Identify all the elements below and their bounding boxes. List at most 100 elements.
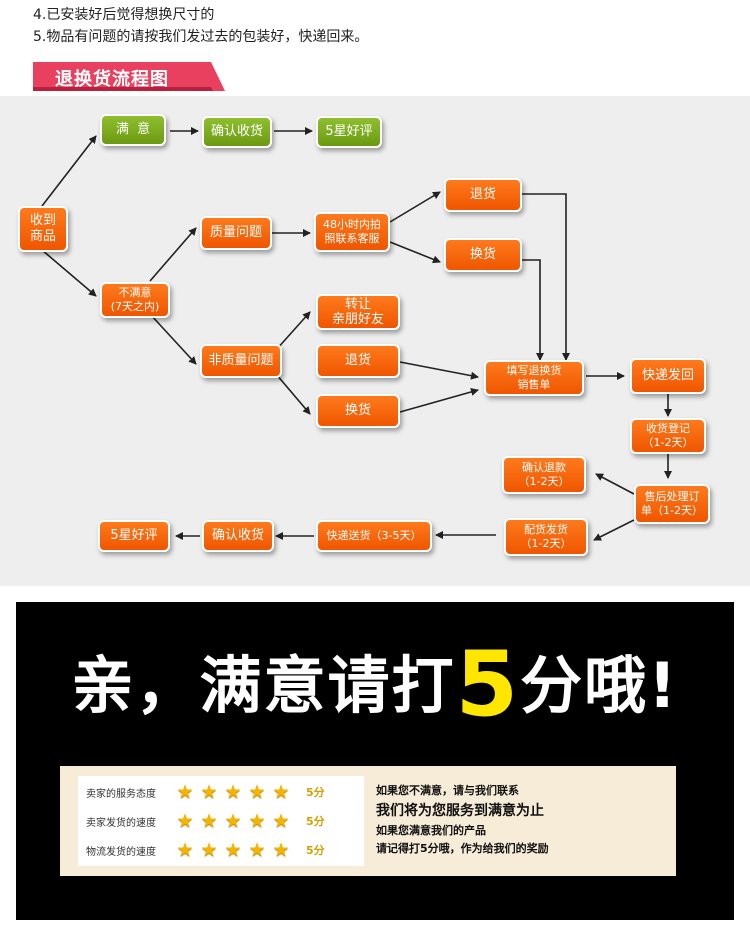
five-star-top-label: 5星好评 — [325, 124, 373, 139]
star-icon: ★ — [176, 810, 194, 832]
star-icon: ★ — [224, 810, 242, 832]
title-ribbon — [33, 62, 225, 91]
star-icon: ★ — [224, 781, 242, 803]
section-title: 退换货流程图 — [33, 62, 225, 91]
transfer-friend-line-2: 亲朋好友 — [331, 312, 384, 327]
express-back-node: 快递发回 — [630, 358, 706, 394]
star-icon: ★ — [272, 781, 290, 803]
photo-contact-node: 48小时内拍 照联系客服 — [314, 212, 390, 252]
confirm-refund-line-1: 确认退款 — [522, 461, 566, 474]
transfer-friend-line-1: 转让 — [344, 297, 371, 312]
quality-issue-node: 质量问题 — [200, 216, 272, 250]
express-delivery-label: 快递送货（3-5天） — [326, 529, 422, 542]
refund-top-node: 退货 — [444, 178, 522, 212]
refund-mid-label: 退货 — [344, 353, 371, 368]
received-line-2: 商品 — [29, 229, 56, 244]
exchange-mid-node: 换货 — [316, 394, 400, 428]
confirm-receipt-top-node: 确认收货 — [202, 116, 272, 148]
message-line: 如果您不满意，请与我们联系 — [376, 784, 519, 797]
ship-goods-line-1: 配货发货 — [524, 523, 568, 536]
rating-score: 5分 — [306, 844, 325, 857]
message-line: 请记得打5分哦，作为给我们的奖励 — [376, 842, 549, 855]
star-icon: ★ — [248, 781, 266, 803]
quality-issue-label: 质量问题 — [209, 225, 262, 240]
exchange-top-label: 换货 — [469, 247, 496, 262]
star-icon: ★ — [272, 810, 290, 832]
refund-top-label: 退货 — [469, 187, 496, 202]
non-quality-issue-node: 非质量问题 — [200, 344, 282, 378]
slogan-number: 5 — [455, 632, 521, 737]
receive-register-line-2: （1-2天） — [642, 436, 694, 449]
star-icon: ★ — [176, 781, 194, 803]
ship-goods-line-2: （1-2天） — [520, 537, 572, 550]
after-sales-line-1: 售后处理订 — [644, 490, 700, 503]
receive-register-line-1: 收货登记 — [646, 422, 690, 435]
unsatisfied-line-2: (7天之内) — [110, 300, 160, 313]
flow-diagram: 收到 商品 满 意 确认收货 5星好评 不满意 (7天之内) 质量问题 48小时… — [0, 96, 750, 586]
five-star-bottom-label: 5星好评 — [110, 528, 158, 543]
confirm-refund-line-2: （1-2天） — [518, 475, 570, 488]
star-rating: ★ ★ ★ ★ ★ — [174, 839, 292, 861]
express-delivery-node: 快递送货（3-5天） — [316, 520, 432, 552]
satisfied-node: 满 意 — [100, 114, 166, 146]
transfer-friend-node: 转让 亲朋好友 — [316, 294, 400, 330]
five-star-top-node: 5星好评 — [316, 116, 382, 148]
note-line: 5.物品有问题的请按我们发过去的包装好，快递回来。 — [33, 29, 369, 45]
star-icon: ★ — [200, 839, 218, 861]
express-back-label: 快递发回 — [641, 368, 694, 383]
rating-row: 卖家发货的速度 ★ ★ ★ ★ ★ 5分 — [86, 809, 356, 833]
rating-label: 卖家发货的速度 — [86, 817, 156, 829]
rating-banner: 亲，满意请打5分哦! 卖家的服务态度 ★ ★ ★ ★ ★ 5分 卖家发货的速度 … — [16, 602, 734, 920]
fill-form-node: 填写退换货 销售单 — [484, 360, 584, 396]
rating-list: 卖家的服务态度 ★ ★ ★ ★ ★ 5分 卖家发货的速度 ★ ★ ★ ★ ★ — [78, 776, 364, 866]
rating-label: 物流发货的速度 — [86, 846, 156, 858]
message-line: 如果您满意我们的产品 — [376, 824, 486, 837]
star-icon: ★ — [176, 839, 194, 861]
refund-mid-node: 退货 — [316, 344, 400, 378]
received-node: 收到 商品 — [18, 206, 68, 252]
five-star-bottom-node: 5星好评 — [98, 520, 170, 552]
notes: 4.已安装好后觉得想换尺寸的 5.物品有问题的请按我们发过去的包装好，快递回来。 — [33, 4, 368, 48]
star-rating: ★ ★ ★ ★ ★ — [174, 810, 292, 832]
fill-form-line-1: 填写退换货 — [506, 364, 562, 377]
star-icon: ★ — [200, 810, 218, 832]
rating-row: 物流发货的速度 ★ ★ ★ ★ ★ 5分 — [86, 838, 356, 862]
slogan: 亲，满意请打5分哦! — [16, 632, 734, 737]
star-icon: ★ — [200, 781, 218, 803]
confirm-receipt-top-label: 确认收货 — [210, 124, 263, 139]
note-line: 4.已安装好后觉得想换尺寸的 — [33, 7, 215, 23]
confirm-refund-node: 确认退款 （1-2天） — [502, 456, 586, 494]
rating-score: 5分 — [306, 786, 325, 799]
non-quality-issue-label: 非质量问题 — [208, 353, 274, 368]
exchange-mid-label: 换货 — [344, 403, 371, 418]
unsatisfied-node: 不满意 (7天之内) — [100, 282, 170, 318]
rating-panel: 卖家的服务态度 ★ ★ ★ ★ ★ 5分 卖家发货的速度 ★ ★ ★ ★ ★ — [60, 766, 676, 876]
received-line-1: 收到 — [29, 213, 56, 228]
ship-goods-node: 配货发货 （1-2天） — [504, 518, 588, 556]
slogan-before: 亲，满意请打 — [71, 649, 456, 722]
star-icon: ★ — [248, 810, 266, 832]
unsatisfied-line-1: 不满意 — [118, 286, 152, 299]
confirm-receipt-bottom-node: 确认收货 — [202, 520, 274, 552]
receive-register-node: 收货登记 （1-2天） — [630, 418, 706, 454]
message-line: 我们将为您服务到满意为止 — [376, 803, 544, 819]
rating-row: 卖家的服务态度 ★ ★ ★ ★ ★ 5分 — [86, 780, 356, 804]
star-icon: ★ — [272, 839, 290, 861]
satisfied-label: 满 意 — [115, 122, 151, 137]
rating-label: 卖家的服务态度 — [86, 788, 156, 800]
exchange-top-node: 换货 — [444, 238, 522, 272]
fill-form-line-2: 销售单 — [517, 378, 551, 391]
photo-contact-line-2: 照联系客服 — [324, 232, 380, 245]
rating-message: 如果您不满意，请与我们联系 我们将为您服务到满意为止 如果您满意我们的产品 请记… — [376, 782, 549, 858]
after-sales-node: 售后处理订 单（1-2天） — [634, 484, 710, 524]
star-icon: ★ — [248, 839, 266, 861]
flow-arrows — [41, 127, 672, 541]
star-rating: ★ ★ ★ ★ ★ — [174, 781, 292, 803]
after-sales-line-2: 单（1-2天） — [641, 504, 703, 517]
section-title-text: 退换货流程图 — [55, 69, 169, 90]
photo-contact-line-1: 48小时内拍 — [323, 218, 381, 231]
confirm-receipt-bottom-label: 确认收货 — [211, 528, 264, 543]
slogan-after: 分哦! — [520, 649, 679, 722]
star-icon: ★ — [224, 839, 242, 861]
rating-score: 5分 — [306, 815, 325, 828]
